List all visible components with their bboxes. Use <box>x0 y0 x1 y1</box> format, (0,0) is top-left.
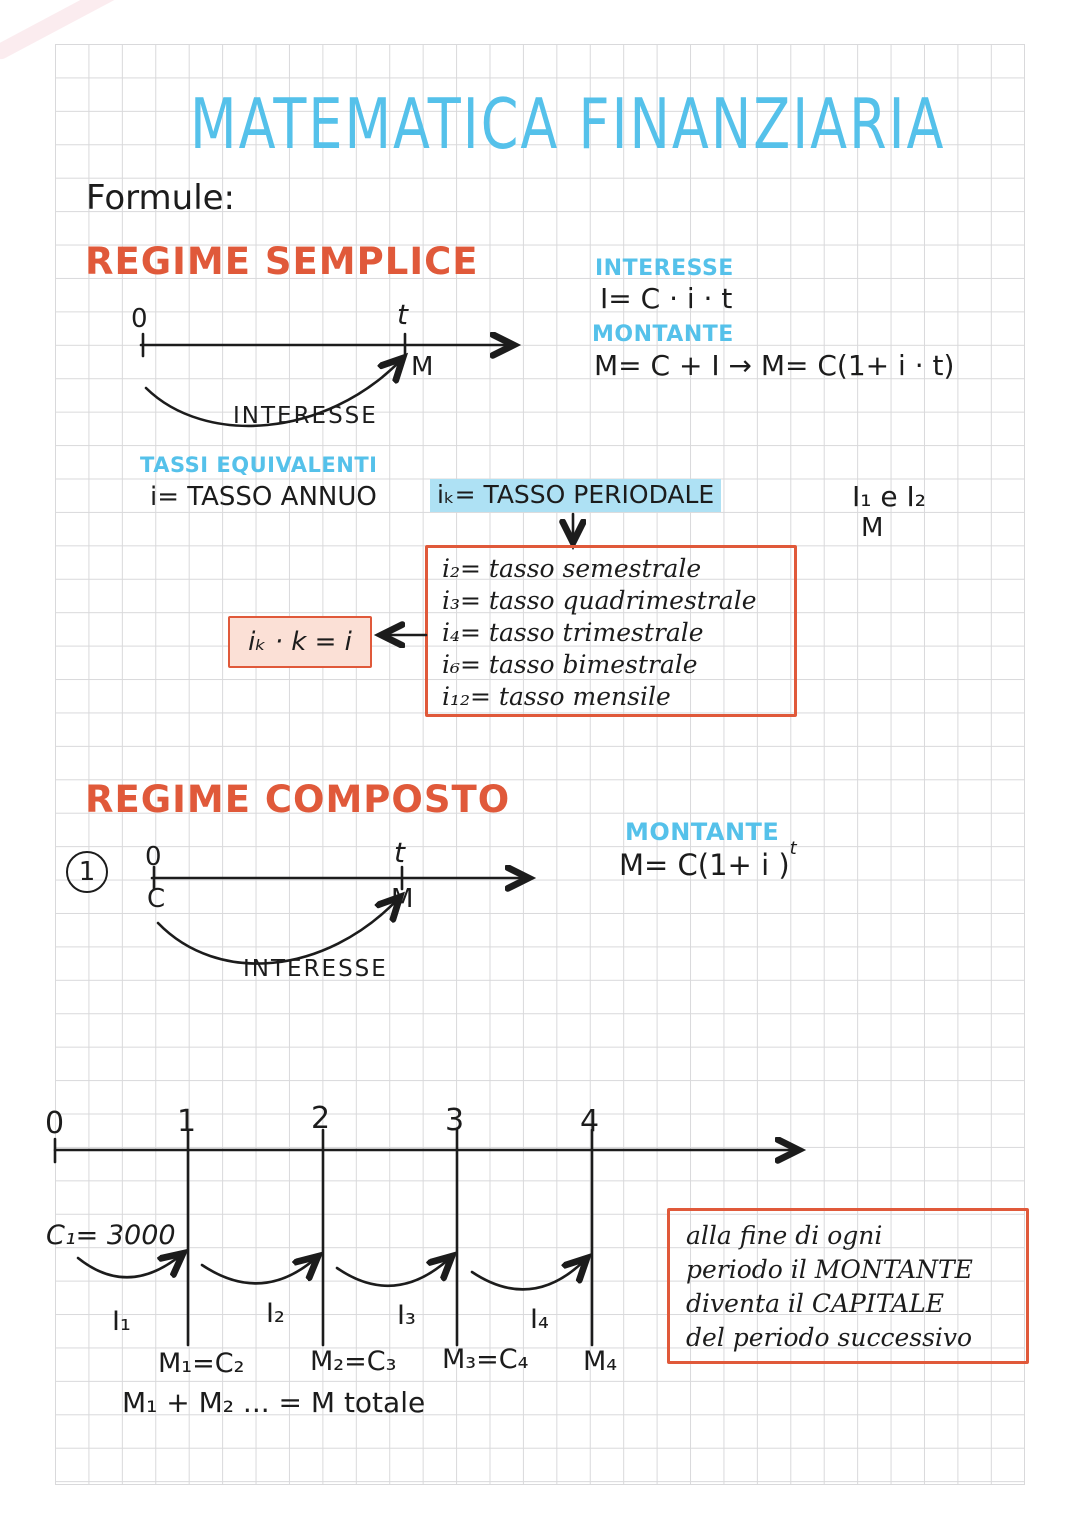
rate-trimestrale: i₄= tasso trimestrale <box>442 618 704 647</box>
regime-semplice-heading: REGIME SEMPLICE <box>85 240 479 283</box>
tick-0: 0 <box>45 1106 65 1141</box>
montante-totale-formula: M₁ + M₂ ... = M totale <box>122 1386 426 1419</box>
timeline1-origin-label: 0 <box>131 304 148 334</box>
rate-mensile: i₁₂= tasso mensile <box>442 682 671 711</box>
rate-quadrimestrale: i₃= tasso quadrimestrale <box>442 586 757 615</box>
interesse-4-label: I₄ <box>530 1304 549 1335</box>
interesse-3-label: I₃ <box>397 1300 416 1331</box>
note-line-3: diventa il CAPITALE <box>686 1289 944 1318</box>
timeline2-capitale-label: C <box>147 884 166 914</box>
tick-4: 4 <box>580 1104 600 1139</box>
multi-period-timeline-drawing <box>53 1128 815 1347</box>
periodic-rates-box: i₂= tasso semestrale i₃= tasso quadrimes… <box>425 545 797 717</box>
tick-1: 1 <box>177 1104 197 1139</box>
side-note-m: M <box>861 513 884 543</box>
rate-bimestrale: i₆= tasso bimestrale <box>442 650 698 679</box>
tick-2: 2 <box>311 1101 331 1136</box>
rate-semestrale: i₂= tasso semestrale <box>442 554 702 583</box>
page-title: MATEMATICA FINANZIARIA <box>190 84 946 165</box>
montante-1-label: M₁=C₂ <box>158 1348 245 1379</box>
capitale-iniziale-label: C₁= 3000 <box>46 1220 176 1251</box>
interesse-2-label: I₂ <box>266 1298 285 1329</box>
regime-composto-timeline-drawing <box>150 835 540 965</box>
item-number-badge: 1 <box>66 851 108 893</box>
montante-composto-exponent: t <box>789 838 797 860</box>
tasso-periodale-highlight: iₖ= TASSO PERIODALE <box>430 479 722 512</box>
montante-4-label: M₄ <box>583 1346 618 1377</box>
montante-3-label: M₃=C₄ <box>442 1344 529 1375</box>
formule-heading: Formule: <box>86 178 236 218</box>
note-box: alla fine di ogni periodo il MONTANTE di… <box>667 1208 1029 1364</box>
timeline2-arc-label: INTERESSE <box>243 956 388 982</box>
side-note-i1-i2: I₁ e I₂ <box>852 480 926 513</box>
timeline1-montante-label: M <box>411 352 434 382</box>
tasso-annuo-label: i= TASSO ANNUO <box>150 482 377 512</box>
graph-paper-grid <box>55 44 1025 1485</box>
tassi-equivalenti-heading: TASSI EQUIVALENTI <box>140 453 378 477</box>
montante-label: MONTANTE <box>592 322 734 347</box>
tick-3: 3 <box>445 1103 465 1138</box>
note-line-1: alla fine di ogni <box>686 1221 883 1250</box>
timeline1-time-label: t <box>397 298 408 331</box>
regime-composto-heading: REGIME COMPOSTO <box>85 778 511 821</box>
timeline2-time-label: t <box>394 836 405 869</box>
interesse-1-label: I₁ <box>112 1306 131 1337</box>
montante-2-label: M₂=C₃ <box>310 1346 397 1377</box>
timeline1-arc-label: INTERESSE <box>233 403 378 429</box>
left-arrow-icon <box>374 622 428 648</box>
regime-semplice-timeline-drawing <box>139 298 525 428</box>
down-arrow-icon <box>558 512 588 548</box>
montante-formula: M= C + I → M= C(1+ i · t) <box>594 349 955 382</box>
note-line-2: periodo il MONTANTE <box>686 1255 973 1284</box>
rate-conversion-box: iₖ · k = i <box>228 616 372 668</box>
montante-composto-label: MONTANTE <box>625 818 780 846</box>
note-line-4: del periodo successivo <box>686 1323 973 1352</box>
timeline2-montante-label: M <box>391 884 414 914</box>
interesse-label: INTERESSE <box>595 256 734 281</box>
montante-composto-formula: M= C(1+ i )t <box>619 838 797 882</box>
montante-composto-base: M= C(1+ i ) <box>619 848 790 882</box>
timeline2-origin-label: 0 <box>145 842 162 872</box>
interesse-formula: I= C · i · t <box>600 282 733 315</box>
